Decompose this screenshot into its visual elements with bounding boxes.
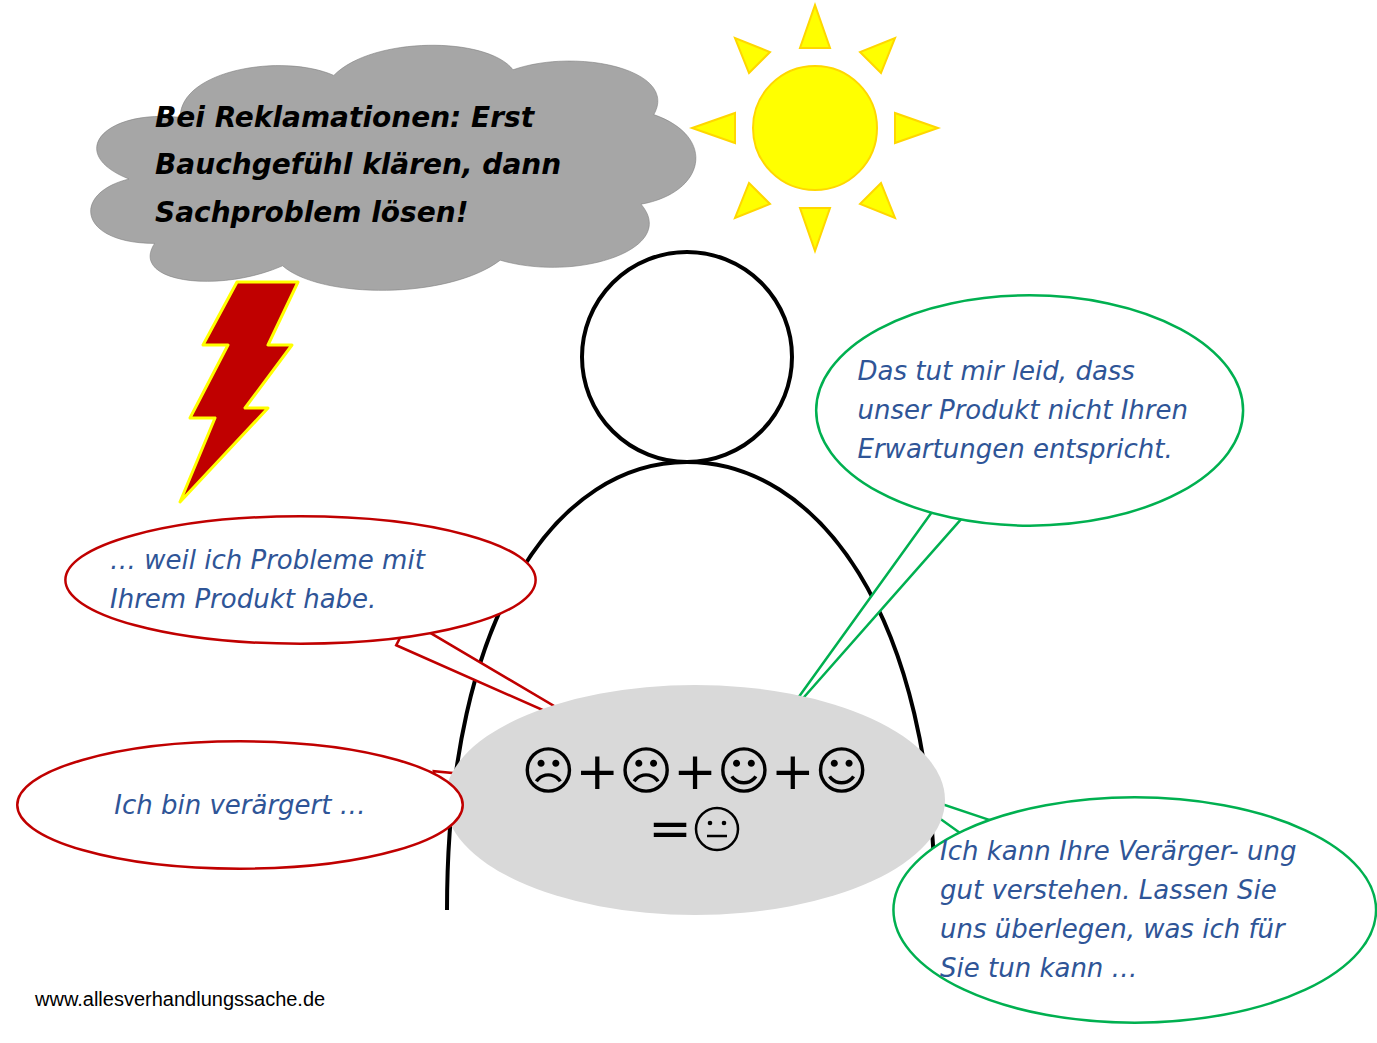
- emotion-balance: ☹+☹+☺+☺=: [445, 685, 945, 915]
- ellipse-shape: [63, 515, 538, 645]
- bubble-text: Das tut mir leid, dass unser Produkt nic…: [858, 352, 1203, 469]
- sun: [692, 5, 938, 251]
- speech-bubble: Ich bin verärgert …: [15, 740, 465, 870]
- speech-bubble: … weil ich Probleme mit Ihrem Produkt ha…: [63, 515, 538, 645]
- emoticon-sum: ☹+☹+☺+☺: [521, 743, 869, 800]
- bubble-text: … weil ich Probleme mit Ihrem Produkt ha…: [110, 541, 490, 619]
- lightning-bolt: [180, 282, 298, 502]
- ellipse-shape: [891, 795, 1377, 1025]
- ellipse-shape: [445, 685, 945, 915]
- cloud-text: Bei Reklamationen: Erst Bauchgefühl klär…: [155, 94, 635, 237]
- cloud-note: Bei Reklamationen: Erst Bauchgefühl klär…: [65, 25, 705, 305]
- bubble-tail: [775, 501, 962, 730]
- watermark: www.allesverhandlungssache.de: [35, 988, 325, 1011]
- neutral-face: [692, 804, 742, 854]
- bubble-text: Ich kann Ihre Verärger- ung gut verstehe…: [940, 832, 1330, 988]
- equals-sign: =: [648, 800, 692, 857]
- result-row: =: [648, 800, 742, 857]
- speech-bubble: Ich kann Ihre Verärger- ung gut verstehe…: [891, 795, 1377, 1025]
- speech-bubble: Das tut mir leid, dass unser Produkt nic…: [814, 293, 1245, 528]
- bubble-text: Ich bin verärgert …: [114, 786, 366, 825]
